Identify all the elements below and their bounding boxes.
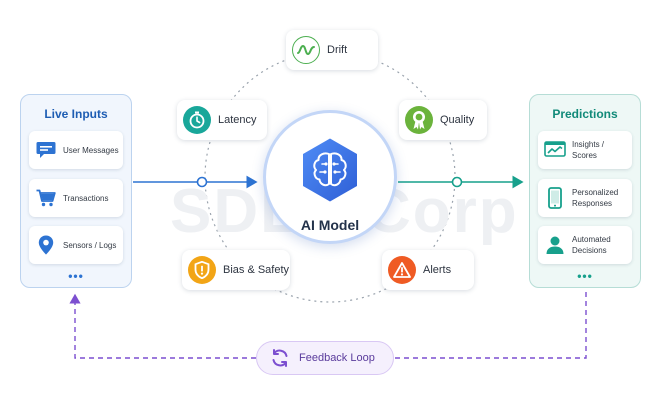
monitor-card-drift[interactable]: Drift (286, 30, 378, 70)
monitor-card-bias-safety[interactable]: Bias & Safety (182, 250, 290, 290)
monitor-card-latency[interactable]: Latency (177, 100, 267, 140)
feedback-loop-pill[interactable]: Feedback Loop (256, 341, 394, 375)
input-item-label: Sensors / Logs (63, 240, 117, 250)
input-item-label: Transactions (63, 193, 109, 203)
output-item-label: Personalized Responses (572, 188, 619, 208)
warning-icon (388, 256, 416, 284)
monitor-label: Drift (327, 44, 348, 56)
user-icon (542, 232, 568, 258)
output-arrow-node (451, 176, 463, 188)
predictions-title: Predictions (552, 107, 618, 121)
smartphone-icon (542, 185, 568, 211)
input-item-user-messages[interactable]: User Messages (29, 131, 123, 169)
input-item-transactions[interactable]: Transactions (29, 179, 123, 217)
input-item-label: User Messages (63, 145, 119, 155)
chat-icon (33, 137, 59, 163)
live-inputs-panel: Live Inputs User Messages Transactions S… (20, 94, 132, 288)
input-item-sensors-logs[interactable]: Sensors / Logs (29, 226, 123, 264)
output-item-automated-decisions[interactable]: Automated Decisions (538, 226, 632, 264)
brain-icon (300, 137, 360, 208)
stopwatch-icon (183, 106, 211, 134)
more-outputs-indicator: ••• (577, 269, 593, 283)
predictions-panel: Predictions Insights / Scores Personaliz… (529, 94, 641, 288)
monitor-label: Quality (440, 114, 475, 126)
monitor-card-alerts[interactable]: Alerts (382, 250, 474, 290)
monitor-label: Bias & Safety (223, 264, 290, 276)
wave-icon (292, 36, 320, 64)
cart-icon (33, 185, 59, 211)
input-arrow-node (196, 176, 208, 188)
output-item-personalized-responses[interactable]: Personalized Responses (538, 179, 632, 217)
refresh-cycle-icon (269, 347, 291, 369)
live-inputs-title: Live Inputs (44, 107, 108, 121)
output-item-label: Automated Decisions (572, 235, 611, 255)
feedback-path (69, 292, 587, 359)
monitor-label: Alerts (423, 264, 452, 276)
monitor-card-quality[interactable]: Quality (399, 100, 487, 140)
output-item-label: Insights / Scores (572, 140, 605, 160)
more-inputs-indicator: ••• (68, 269, 84, 283)
output-item-insights-scores[interactable]: Insights / Scores (538, 131, 632, 169)
location-pin-icon (33, 232, 59, 258)
ai-model-node[interactable]: AI Model (263, 110, 397, 244)
shield-alert-icon (188, 256, 216, 284)
ai-model-title: AI Model (300, 217, 360, 233)
award-ribbon-icon (405, 106, 433, 134)
chart-icon (542, 137, 568, 163)
monitor-label: Latency (218, 114, 257, 126)
feedback-loop-label: Feedback Loop (299, 352, 375, 364)
